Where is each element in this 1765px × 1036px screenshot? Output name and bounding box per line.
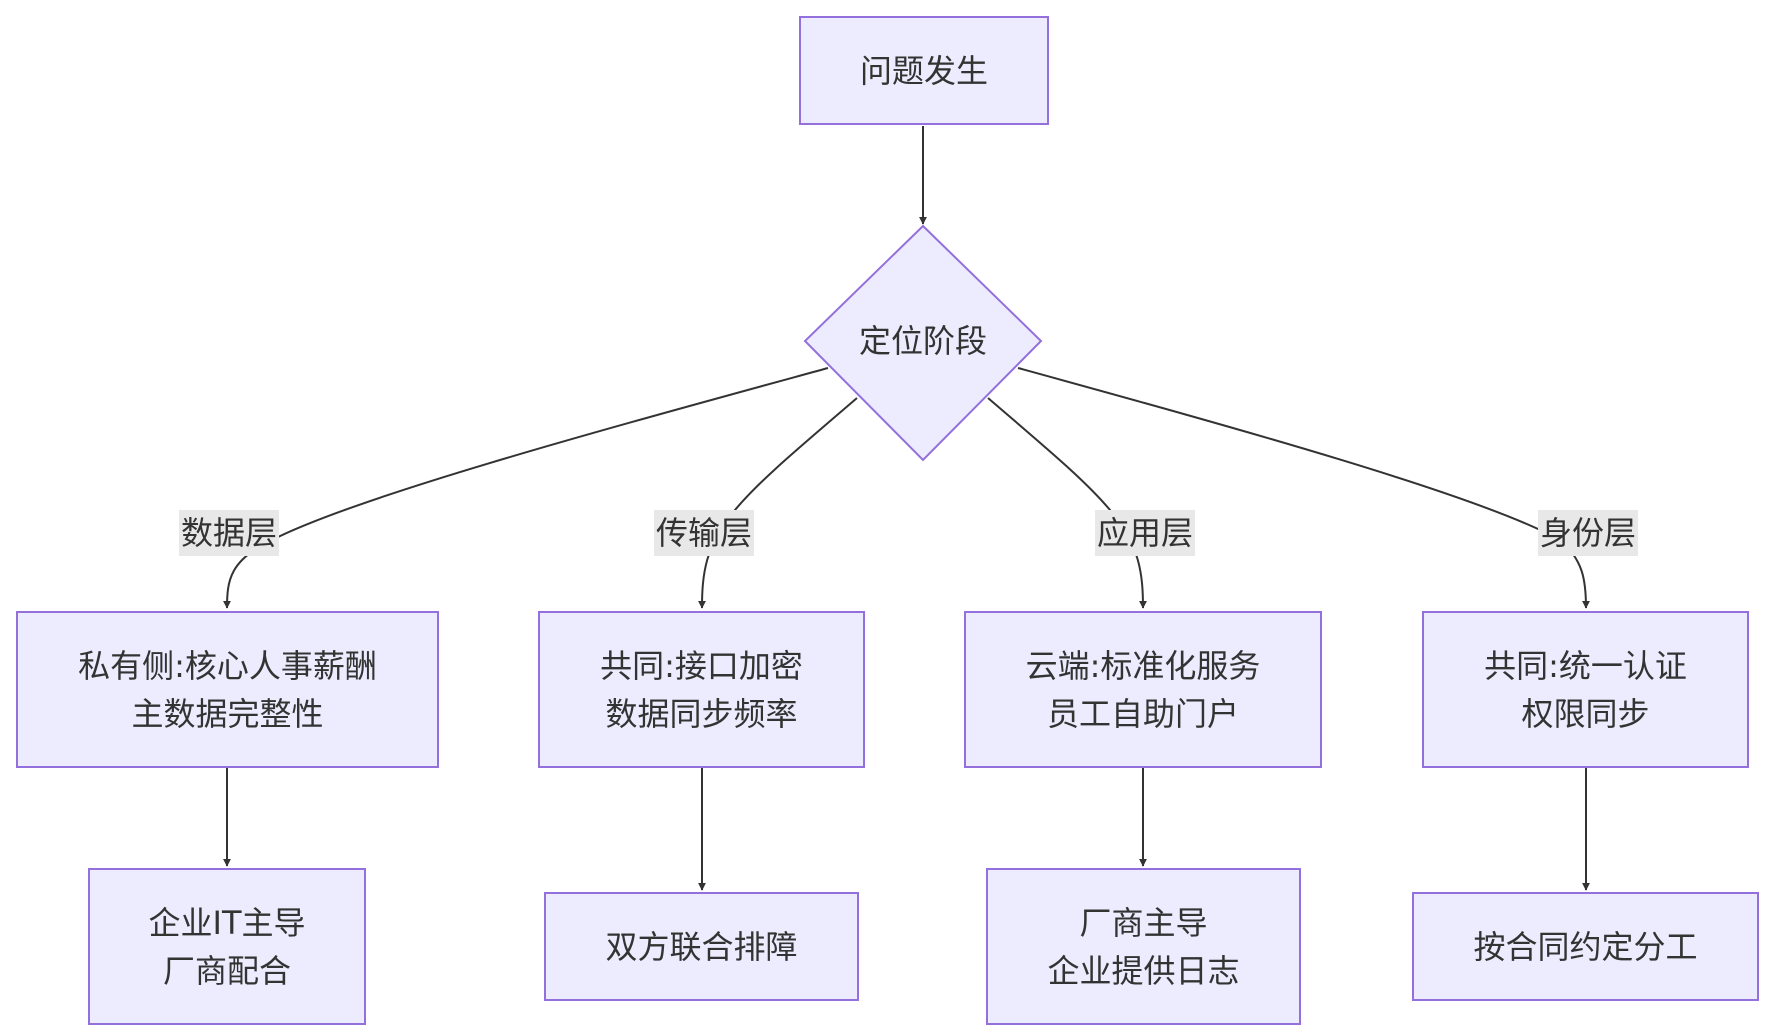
start-node: 问题发生 [799, 16, 1049, 125]
app-owner-line1: 厂商主导 [1079, 903, 1208, 942]
app-layer-node: 云端:标准化服务 员工自助门户 [964, 611, 1322, 768]
transport-layer-line2: 数据同步频率 [605, 694, 798, 733]
data-layer-node: 私有侧:核心人事薪酬 主数据完整性 [16, 611, 439, 768]
data-layer-line2: 主数据完整性 [131, 694, 324, 733]
identity-owner-node: 按合同约定分工 [1412, 892, 1759, 1001]
identity-layer-line2: 权限同步 [1521, 694, 1650, 733]
app-owner-node: 厂商主导 企业提供日志 [986, 868, 1301, 1025]
data-owner-line2: 厂商配合 [162, 951, 291, 990]
identity-layer-line1: 共同:统一认证 [1484, 646, 1687, 685]
edge-label-app-layer: 应用层 [1095, 510, 1196, 556]
decision-node-label: 定位阶段 [858, 322, 987, 360]
app-layer-line1: 云端:标准化服务 [1025, 646, 1261, 685]
start-node-label: 问题发生 [859, 51, 988, 90]
identity-layer-node: 共同:统一认证 权限同步 [1422, 611, 1749, 768]
edge-label-data-layer: 数据层 [179, 510, 280, 556]
edge-decision-to-app-layer [987, 397, 1147, 609]
transport-owner-node: 双方联合排障 [544, 892, 859, 1001]
edge-label-identity-layer: 身份层 [1538, 510, 1639, 556]
identity-owner-line1: 按合同约定分工 [1473, 927, 1698, 966]
edge-label-transport-layer: 传输层 [654, 510, 755, 556]
data-layer-line1: 私有侧:核心人事薪酬 [78, 646, 377, 685]
data-owner-line1: 企业IT主导 [148, 903, 306, 942]
app-owner-line2: 企业提供日志 [1047, 951, 1240, 990]
edge-decision-to-identity-layer [1017, 367, 1590, 609]
edge-decision-to-transport-layer [698, 397, 858, 609]
decision-node-shape [803, 224, 1043, 462]
transport-layer-line1: 共同:接口加密 [600, 646, 803, 685]
app-layer-line2: 员工自助门户 [1046, 694, 1239, 733]
transport-owner-line1: 双方联合排障 [605, 927, 798, 966]
transport-layer-node: 共同:接口加密 数据同步频率 [538, 611, 865, 768]
data-owner-node: 企业IT主导 厂商配合 [88, 868, 366, 1025]
edge-decision-to-data-layer [223, 367, 829, 609]
